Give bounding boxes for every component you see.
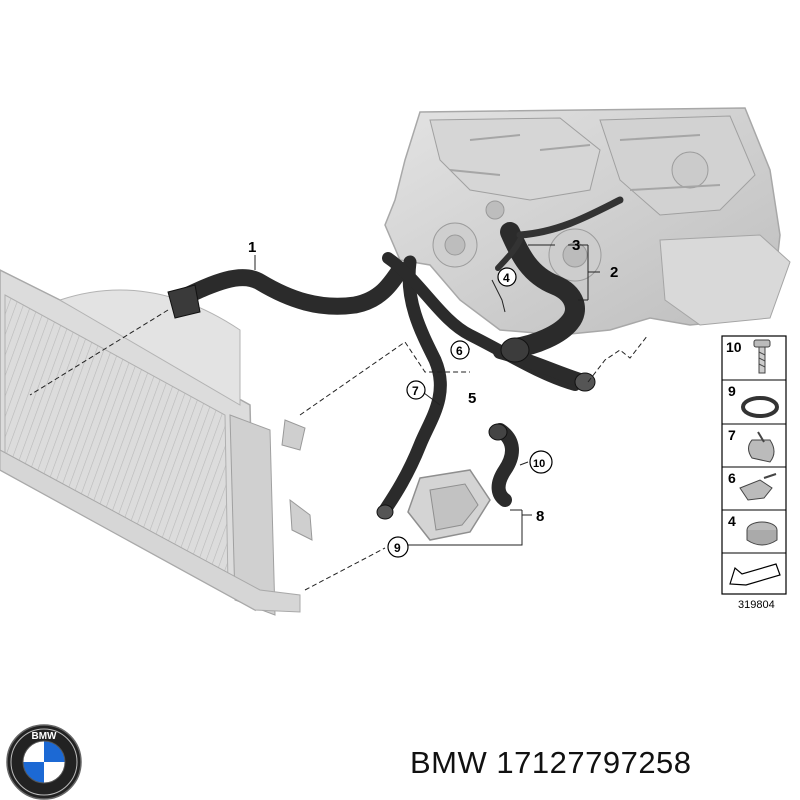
legend-label-6: 6: [728, 470, 736, 486]
callout-5: 5: [468, 390, 476, 407]
callout-7: 7: [412, 384, 419, 398]
radiator: [0, 269, 313, 616]
parts-legend: 10 9 7 6 4 319804: [721, 335, 787, 611]
legend-label-9: 9: [728, 383, 736, 399]
legend-label-7: 7: [728, 427, 736, 443]
callout-9: 9: [394, 541, 401, 555]
callout-2: 2: [610, 264, 618, 281]
seal-ring-icon: [741, 396, 779, 418]
caption-brand: BMW: [410, 745, 488, 780]
caption-part-number: 17127797258: [496, 745, 692, 780]
hose-clip-icon: [748, 431, 775, 463]
bracket-clip-icon: [739, 473, 777, 501]
callout-1: 1: [248, 239, 256, 256]
legend-label-4: 4: [728, 513, 736, 529]
callout-10: 10: [533, 458, 545, 470]
reference-number: 319804: [738, 599, 775, 611]
screw-icon: [753, 339, 771, 374]
engine-block: [384, 107, 791, 336]
callout-6: 6: [456, 344, 463, 358]
callout-3: 3: [572, 237, 580, 254]
hose-6: [493, 337, 596, 392]
arrow-icon: [729, 563, 781, 586]
callout-labels: 1 2 3 4 5 6 7 8 9 10: [248, 237, 618, 558]
bmw-logo-letters: BMW: [32, 731, 58, 742]
part-caption: BMW 17127797258: [410, 740, 795, 786]
hose-2-3: [495, 196, 624, 358]
hose-clamp-icon: [746, 521, 778, 546]
legend-label-10: 10: [726, 339, 742, 355]
leader-lines: [29, 244, 649, 591]
callout-4: 4: [503, 271, 510, 285]
hose-1: [167, 261, 409, 319]
bmw-logo: BMW: [6, 724, 82, 800]
callout-8: 8: [536, 508, 544, 525]
hose-8: [376, 423, 519, 541]
